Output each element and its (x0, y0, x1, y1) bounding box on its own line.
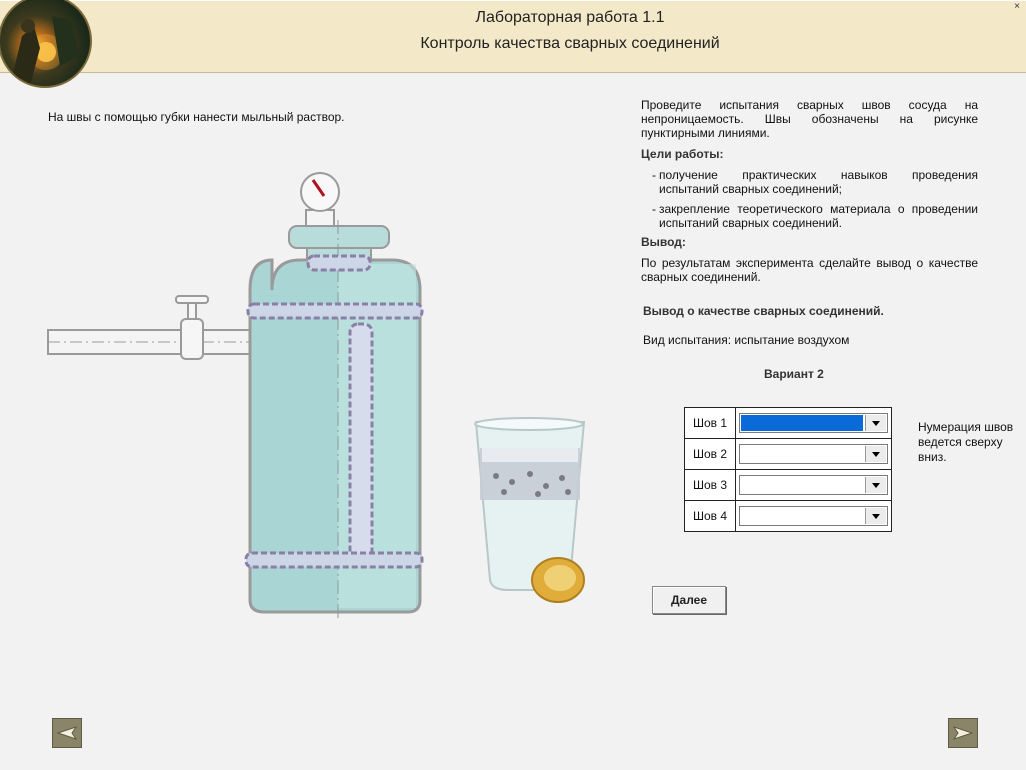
variant-label: Вариант 2 (764, 367, 824, 381)
lab-title: Лабораторная работа 1.1 (475, 9, 665, 26)
next-page-button[interactable] (948, 718, 978, 748)
pressure-gauge-icon (300, 172, 340, 212)
seam-label: Шов 2 (684, 438, 736, 470)
table-row: Шов 4 (684, 500, 892, 532)
table-row: Шов 1 (684, 407, 892, 439)
test-type-label: Вид испытания: испытание воздухом (643, 333, 850, 347)
seam-1-value (741, 415, 863, 431)
seam-label: Шов 1 (684, 407, 736, 439)
vessel-cap (288, 209, 390, 261)
seam-1-select[interactable] (739, 413, 888, 433)
inlet-pipe (47, 329, 268, 355)
numbering-note: Нумерация швов ведется сверху вниз. (918, 420, 1014, 464)
welder-logo-image (0, 0, 92, 88)
chevron-down-icon[interactable] (865, 446, 886, 462)
weld-seam-3 (348, 322, 374, 562)
seam-4-select[interactable] (739, 506, 888, 526)
seam-3-select[interactable] (739, 475, 888, 495)
weld-seam-2 (246, 302, 424, 320)
task-description: Проведите испытания сварных швов сосуда … (641, 98, 978, 140)
goal-item-2: - закрепление теоретического материала о… (652, 202, 978, 230)
seam-2-value (741, 446, 863, 462)
lab-subtitle: Контроль качества сварных соединений (420, 35, 720, 52)
vessel-diagram (47, 172, 586, 618)
goals-heading: Цели работы: (641, 147, 724, 161)
sponge-icon[interactable] (531, 557, 585, 603)
weld-seam-4 (244, 551, 424, 569)
chevron-down-icon[interactable] (865, 415, 886, 431)
result-heading: Вывод о качестве сварных соединений. (643, 304, 884, 318)
goal-item-1: - получение практических навыков проведе… (652, 168, 978, 196)
goal-bullet: - (652, 168, 656, 182)
seam-2-select[interactable] (739, 444, 888, 464)
prev-page-button[interactable] (52, 718, 82, 748)
goal-text: закрепление теоретического материала о п… (659, 202, 978, 230)
seam-label: Шов 3 (684, 469, 736, 501)
conclusion-text: По результатам эксперимента сделайте выв… (641, 256, 978, 284)
goal-text: получение практических навыков проведени… (659, 168, 978, 196)
arrow-left-icon (57, 726, 77, 740)
chevron-down-icon[interactable] (865, 508, 886, 524)
table-row: Шов 2 (684, 438, 892, 470)
next-button[interactable]: Далее (652, 586, 726, 614)
goal-bullet: - (652, 202, 656, 216)
seam-label: Шов 4 (684, 500, 736, 532)
seam-assessment-table: Шов 1 Шов 2 Шов 3 (684, 407, 892, 532)
weld-seam-1 (306, 254, 372, 272)
arrow-right-icon (953, 726, 973, 740)
seam-3-value (741, 477, 863, 493)
instruction-text: На швы с помощью губки нанести мыльный р… (48, 110, 345, 124)
table-row: Шов 3 (684, 469, 892, 501)
conclusion-heading: Вывод: (641, 235, 686, 249)
chevron-down-icon[interactable] (865, 477, 886, 493)
header-bar: Лабораторная работа 1.1 Контроль качеств… (0, 0, 1026, 73)
valve-icon (175, 295, 209, 360)
close-icon[interactable]: × (1014, 1, 1020, 12)
seam-4-value (741, 508, 863, 524)
